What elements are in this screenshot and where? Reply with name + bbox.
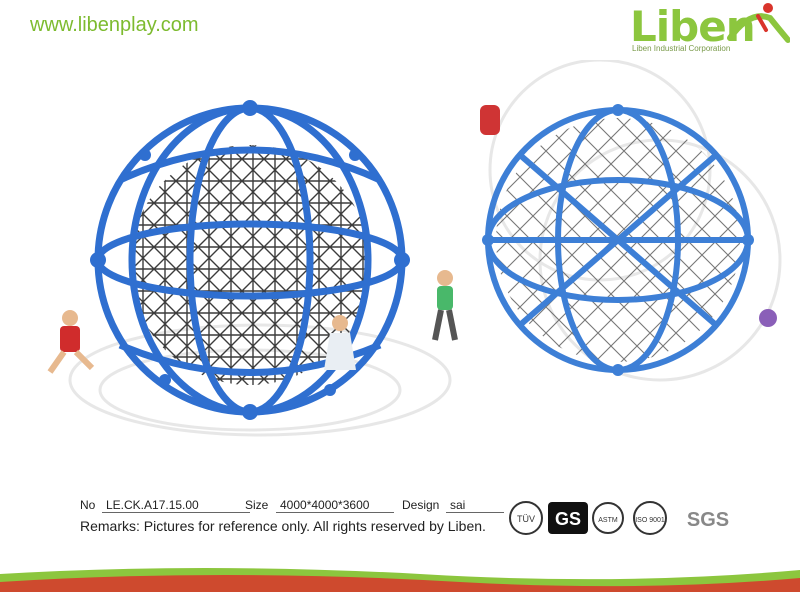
tuv-logo: TÜV — [509, 501, 543, 535]
website-url[interactable]: www.libenplay.com — [30, 14, 199, 36]
child-green-shirt — [432, 270, 458, 341]
child-white-dress — [324, 315, 356, 370]
iso-logo: ISO 9001 — [633, 501, 667, 535]
child-running — [47, 310, 95, 374]
child-top-view-1 — [480, 105, 500, 135]
no-value: LE.CK.A17.15.00 — [102, 498, 250, 513]
sgs-logo: SGS — [687, 509, 729, 531]
design-label: Design — [402, 498, 440, 512]
remarks-text: Remarks: Pictures for reference only. Al… — [80, 518, 486, 534]
child-top-view-2 — [759, 309, 777, 327]
svg-text:ISO 9001: ISO 9001 — [635, 517, 665, 524]
svg-text:SGS: SGS — [687, 509, 729, 531]
certification-logos: TÜV GS ASTM ISO 9001 SGS — [508, 498, 758, 538]
climbing-sphere-top-view — [482, 104, 754, 376]
svg-text:ASTM: ASTM — [598, 517, 618, 524]
gs-logo: GS — [548, 502, 588, 534]
svg-text:GS: GS — [555, 509, 581, 529]
liben-logo: Liben Liben Industrial Corporation — [628, 0, 790, 60]
product-illustration — [47, 60, 782, 437]
design-value: sai — [446, 498, 504, 513]
child-figures — [47, 105, 777, 374]
climbing-sphere-perspective — [90, 100, 410, 420]
logo-word: Liben — [630, 2, 756, 51]
svg-text:TÜV: TÜV — [517, 514, 535, 524]
size-label: Size — [245, 498, 269, 512]
logo-tagline: Liben Industrial Corporation — [632, 44, 731, 53]
astm-logo: ASTM — [592, 502, 624, 534]
logo-figure-icon — [727, 3, 790, 43]
decorative-bottom-band — [0, 568, 800, 592]
no-label: No — [80, 498, 96, 512]
size-value: 4000*4000*3600 — [276, 498, 394, 513]
